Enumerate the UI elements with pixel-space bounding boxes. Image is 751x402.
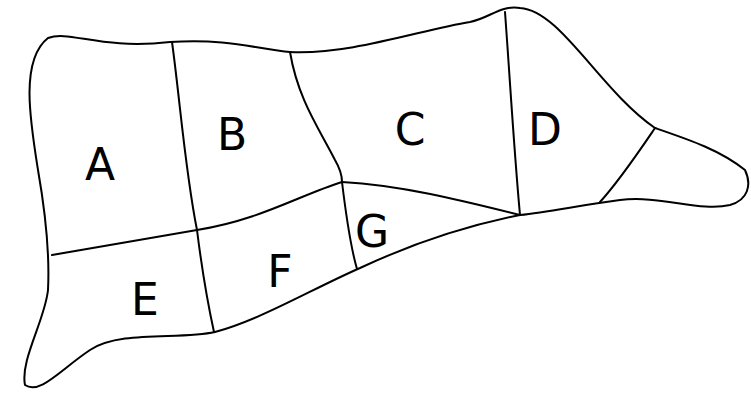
part-letter: E [131,278,159,322]
part-letter: A [85,143,115,187]
outer-outline [24,8,748,388]
divider-line [342,182,357,269]
divider-line [505,12,520,215]
divider-line [197,230,214,332]
part-letter: F [267,250,292,294]
divider-line [172,42,197,230]
part-letter: G [355,210,389,254]
divider-line [52,182,342,255]
divider-line [600,128,655,202]
part-letter: C [395,108,426,152]
part-letter: D [528,108,562,152]
divider-line [290,52,342,182]
part-letter: B [217,113,247,157]
